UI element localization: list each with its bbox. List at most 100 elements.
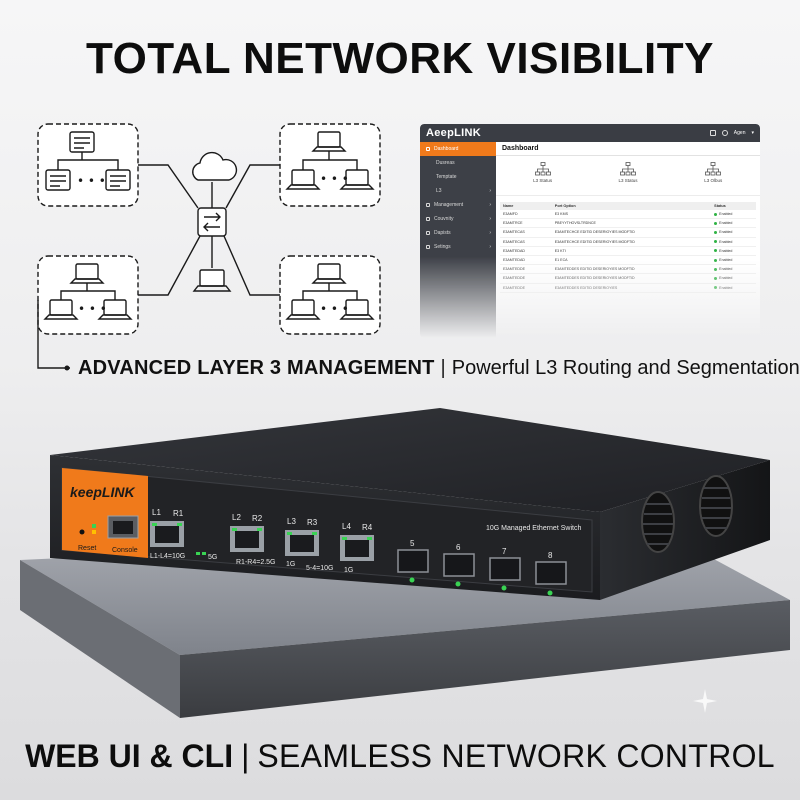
page-title: Dashboard [496, 142, 760, 156]
port-label: L3 [287, 517, 296, 526]
table-header-cell[interactable]: Name [500, 202, 552, 210]
table-cell: Enabled [711, 255, 756, 266]
table-cell-text: Enabled [719, 221, 733, 226]
status-dot-icon [714, 276, 718, 280]
sidebar-item[interactable]: L3 › [420, 184, 496, 198]
vent-grille [699, 475, 733, 537]
calendar-icon[interactable] [709, 130, 716, 136]
table-cell: E3AMTRCE [500, 218, 552, 229]
table-cell-text: Enabled [719, 212, 733, 217]
user-menu[interactable]: Agen [733, 130, 746, 136]
model-label: 10G Managed Ethernet Switch [486, 525, 581, 532]
rj45-port-l4[interactable] [340, 535, 374, 561]
sidebar-item[interactable]: Dapists› [420, 226, 496, 240]
tagline-rest: Powerful L3 Routing and Segmentation [451, 357, 800, 379]
table-cell-text: E3AMTECAS [503, 230, 525, 235]
chevron-down-icon[interactable]: ▾ [751, 130, 754, 136]
sidebar-item[interactable]: Dusreas [420, 156, 496, 170]
rj45-port-l3[interactable] [285, 530, 319, 556]
status-dot-icon [714, 212, 718, 216]
sidebar-item[interactable]: Setings› [420, 240, 496, 254]
port-label: 8 [548, 551, 553, 560]
chevron-right-icon: › [489, 188, 491, 194]
tagline: ADVANCED LAYER 3 MANAGEMENT|Powerful L3 … [78, 357, 800, 380]
status-card[interactable]: L3 Olbus [678, 162, 748, 191]
vent-grille [641, 491, 675, 553]
table-cell: E3AMFD [500, 210, 552, 220]
table-cell-text: Enabled [719, 258, 733, 263]
table-header-cell[interactable]: Status [711, 202, 756, 210]
table-header-cell[interactable]: Port Option [551, 202, 712, 210]
table-cell: Enabled [711, 218, 756, 229]
laptop-icon [192, 269, 232, 292]
table-cell-text: E3AMTEDAD [503, 248, 525, 253]
status-card-label: L3 Olbus [704, 178, 723, 183]
sfp-port-8[interactable] [535, 561, 567, 596]
topology-icon [620, 162, 636, 176]
sidebar-item-label: Setings [434, 244, 451, 250]
table-cell: E1 ECA [551, 255, 712, 266]
table-cell-text: Enabled [719, 239, 733, 244]
status-card[interactable]: L3 Status [508, 162, 578, 191]
port-label: R4 [362, 523, 373, 532]
sfp-port-7[interactable] [489, 557, 521, 591]
sidebar-item[interactable]: Management› [420, 198, 496, 212]
port-label: 6 [456, 543, 461, 552]
status-card[interactable]: L3 Status [593, 162, 663, 191]
status-dot-icon [714, 258, 718, 262]
table-cell: PBEYYTHOVSLTRDNCE [551, 218, 712, 229]
caption-separator: | [241, 738, 250, 774]
rj45-port-l2[interactable] [230, 526, 264, 552]
status-dot-icon [714, 240, 718, 244]
status-cards: L3 Status L3 Status L3 Olbus [496, 156, 760, 196]
tagline-separator: | [440, 357, 446, 379]
laptop-icon [311, 131, 347, 152]
caption-rest: SEAMLESS NETWORK CONTROL [257, 738, 775, 774]
laptop-icon [285, 299, 321, 320]
status-card-label: L3 Status [533, 178, 553, 183]
laptop-icon [311, 263, 347, 284]
server-icon [105, 169, 131, 191]
sidebar-item-label: L3 [436, 188, 442, 194]
menu-icon [426, 231, 430, 235]
status-led [92, 530, 96, 534]
topology-icon [705, 162, 722, 176]
status-dot-icon [714, 249, 718, 253]
table-cell: E3AMTEDDES EDITID DESERIOYIES MODFTID [551, 264, 712, 275]
legend-5g: 5G [208, 554, 217, 561]
gear-icon[interactable] [721, 130, 728, 136]
reset-button[interactable] [79, 529, 85, 535]
table-cell-text: E3AMTEDDES EDITID DESERIOYIES MODFTID [554, 267, 635, 272]
status-dot-icon [714, 267, 718, 271]
sfp-port-6[interactable] [443, 553, 475, 587]
table-cell: E3 KTI [551, 246, 712, 256]
sidebar-item[interactable]: Temptate [420, 170, 496, 184]
table-cell-text: E3 KTI [554, 248, 566, 253]
sidebar-item[interactable]: Dashboard [420, 142, 496, 156]
sfp-port-5[interactable] [397, 549, 429, 583]
table-cell-text: E3AMTEDDES EDITID DESERIOYIES [554, 285, 618, 290]
sidebar-item-label: Dashboard [434, 146, 459, 152]
server-icon [45, 169, 71, 191]
table-cell: E3AMTEDDES EDITID DESERIOYIES [551, 283, 712, 293]
rj45-port-l1[interactable] [150, 521, 184, 547]
table-cell-text: Enabled [719, 230, 733, 235]
table-cell-text: E3AMTECAS [503, 239, 525, 244]
legend-l1: L1-L4=10G [150, 553, 185, 560]
svg-text:• • •: • • • [320, 302, 349, 316]
legend-5-4: 5-4=10G [306, 565, 333, 572]
sidebar-item[interactable]: Couvnity› [420, 212, 496, 226]
